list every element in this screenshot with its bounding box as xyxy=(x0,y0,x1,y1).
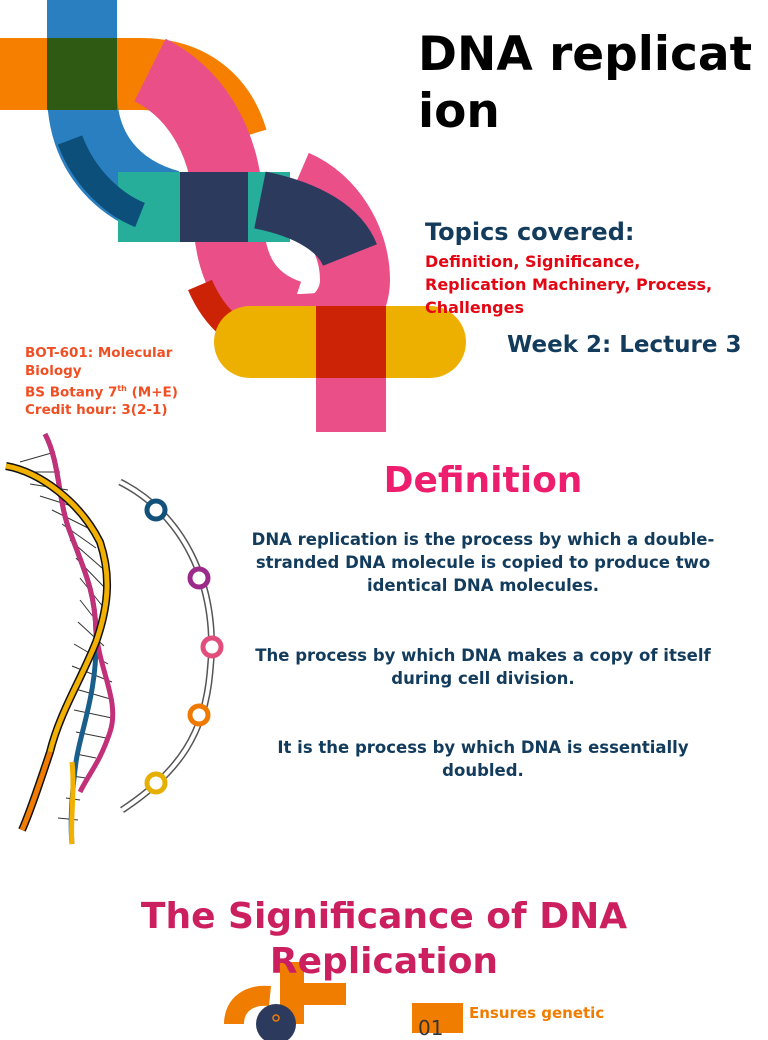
credit-hours: Credit hour: 3(2-1) xyxy=(25,402,168,418)
significance-slide: The Significance of DNA Replication 01 E… xyxy=(0,864,768,1040)
nucleotide-marker xyxy=(144,498,168,522)
course-program-sup: th xyxy=(117,384,127,393)
week-lecture-label: Week 2: Lecture 3 xyxy=(507,332,742,358)
nucleotide-marker xyxy=(200,635,224,659)
title-slide: DNA replication Topics covered: Definiti… xyxy=(0,0,768,432)
nucleotide-chain-illustration xyxy=(118,478,224,813)
course-program-text: BS Botany 7 xyxy=(25,384,118,401)
significance-item-label: Ensures genetic xyxy=(469,1004,605,1022)
course-program-suffix: (M+E) xyxy=(126,384,178,401)
dna-ribbon-graphic xyxy=(0,0,466,432)
nucleotide-marker xyxy=(187,703,211,727)
presentation-title: DNA replication xyxy=(418,27,753,139)
definition-paragraph: DNA replication is the process by which … xyxy=(251,530,715,595)
lightbulb-icon xyxy=(272,1014,280,1022)
course-info: BOT-601: Molecular Biology BS Botany 7th… xyxy=(25,345,215,420)
definition-paragraph: The process by which DNA makes a copy of… xyxy=(255,646,711,688)
item-number: 01 xyxy=(418,1016,444,1040)
topics-list: Definition, Significance, Replication Ma… xyxy=(425,252,713,317)
nucleotide-marker xyxy=(187,566,211,590)
definition-slide: Definition DNA replication is the proces… xyxy=(0,432,768,864)
orange-connector-graphic xyxy=(224,962,346,1040)
course-program: BS Botany 7th (M+E) xyxy=(25,380,215,402)
item-number-box xyxy=(412,1003,463,1033)
definition-heading: Definition xyxy=(383,460,583,501)
nucleotide-marker xyxy=(144,771,168,795)
topics-heading: Topics covered: xyxy=(425,218,635,246)
definition-paragraph: It is the process by which DNA is essent… xyxy=(277,738,689,780)
significance-heading: The Significance of DNA Replication xyxy=(140,896,628,982)
course-code: BOT-601: Molecular Biology xyxy=(25,345,173,379)
double-helix-illustration xyxy=(5,432,116,845)
